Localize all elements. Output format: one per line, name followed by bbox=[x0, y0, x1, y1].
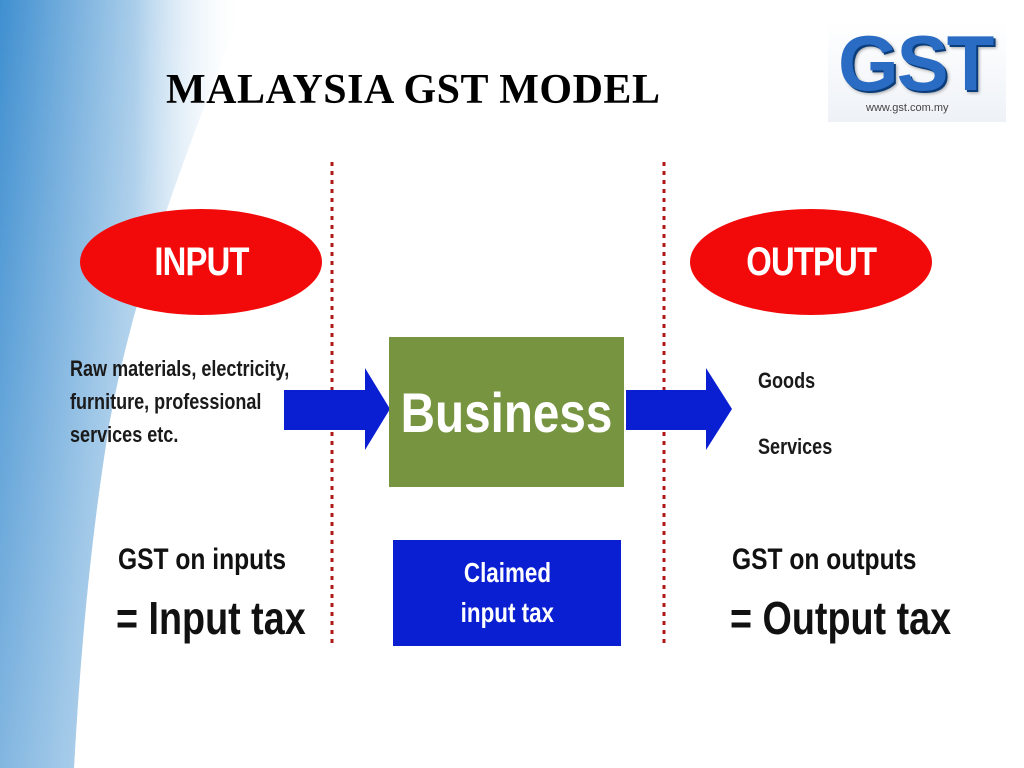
claimed-line: Claimed bbox=[463, 557, 551, 588]
business-box: Business bbox=[389, 337, 624, 487]
gst-logo: GST www.gst.com.my bbox=[828, 22, 1006, 122]
output-gst-line: GST on outputs bbox=[732, 543, 917, 576]
input-item: Raw materials, electricity, bbox=[70, 356, 290, 381]
input-oval: INPUT bbox=[80, 209, 322, 315]
arrow-input-to-business bbox=[284, 368, 390, 450]
left-gradient-fade bbox=[0, 0, 245, 768]
input-tax-line: = Input tax bbox=[116, 592, 306, 644]
logo-mark: GST bbox=[838, 19, 994, 107]
arrow-business-to-output bbox=[626, 368, 732, 450]
logo-url: www.gst.com.my bbox=[866, 102, 949, 114]
output-oval-label: OUTPUT bbox=[746, 239, 877, 284]
output-item-services: Services bbox=[758, 434, 833, 459]
page-title: MALAYSIA GST MODEL bbox=[166, 67, 661, 113]
input-description: Raw materials, electricity, furniture, p… bbox=[70, 352, 337, 451]
input-oval-label: INPUT bbox=[153, 239, 249, 284]
input-gst-line: GST on inputs bbox=[118, 543, 287, 576]
output-tax-line: = Output tax bbox=[730, 592, 952, 644]
business-label: Business bbox=[400, 380, 613, 444]
output-oval: OUTPUT bbox=[690, 209, 932, 315]
claimed-line: input tax bbox=[460, 597, 554, 628]
output-item-goods: Goods bbox=[758, 368, 816, 393]
claimed-input-tax-box: Claimed input tax bbox=[393, 540, 621, 646]
input-item: services etc. bbox=[70, 422, 179, 447]
input-item: furniture, professional bbox=[70, 389, 262, 414]
